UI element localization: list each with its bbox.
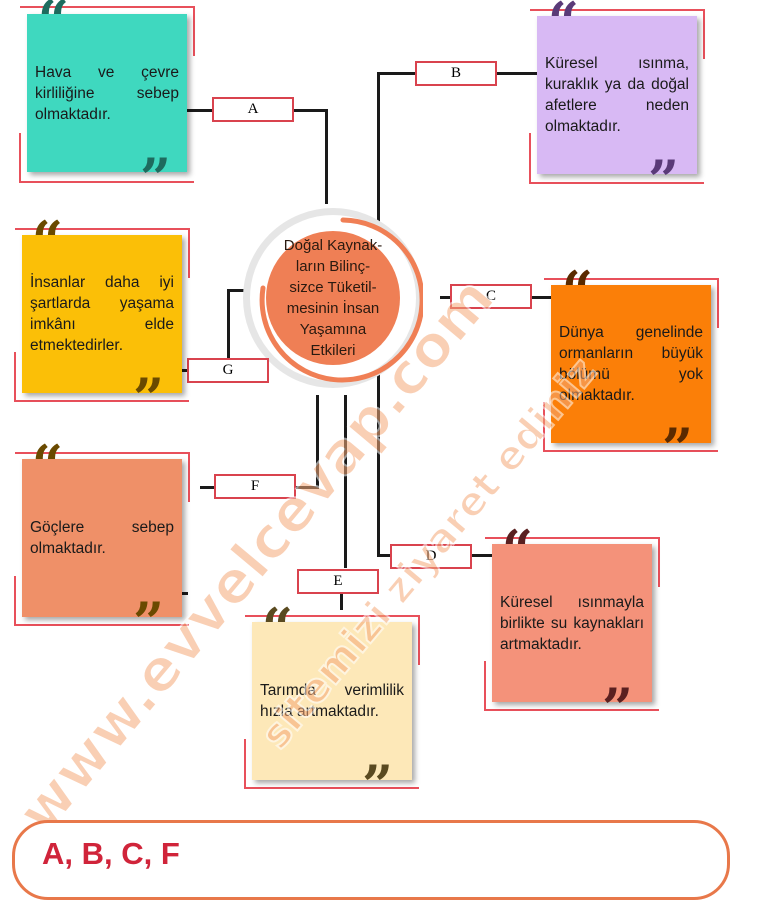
note-text: Göçlere sebep olmaktadır.	[30, 519, 174, 557]
connector-e	[340, 592, 343, 610]
open-quote-icon: “	[38, 0, 70, 52]
connector-f	[200, 486, 214, 489]
connector-a	[292, 109, 328, 112]
close-quote-icon: ”	[662, 416, 694, 480]
center-line: ların Bilinç-	[295, 258, 371, 275]
open-quote-icon: “	[562, 259, 594, 323]
connector-g	[182, 369, 187, 372]
center-line: Doğal Kaynak-	[283, 237, 383, 254]
note-a: Hava ve çevre kirliliğine sebep olmaktad…	[27, 14, 187, 172]
frame-line	[14, 624, 189, 626]
frame-line	[14, 400, 189, 402]
frame-line	[15, 228, 190, 230]
label-f: F	[214, 474, 296, 499]
note-d: Küresel ısınmayla birlikte su kaynakları…	[492, 544, 652, 702]
connector-f	[316, 395, 319, 489]
connector-a	[325, 109, 328, 204]
connector-d	[377, 554, 390, 557]
note-text: Tarımda verimlilik hızla artmaktadır.	[260, 682, 404, 720]
center-arc	[259, 217, 423, 383]
frame-line	[14, 352, 16, 402]
frame-line	[544, 278, 719, 280]
frame-line	[703, 9, 705, 59]
frame-line	[244, 739, 246, 789]
note-text: Hava ve çevre kirliliğine sebep olmaktad…	[35, 63, 179, 123]
center-topic: Doğal Kaynak- ların Bilinç- sizce Tüketi…	[266, 231, 400, 365]
label-b: B	[415, 61, 497, 86]
frame-line	[717, 278, 719, 328]
note-c: Dünya genelinde ormanların büyük bölümü …	[551, 285, 711, 443]
connector-b	[495, 72, 537, 75]
frame-line	[193, 6, 195, 56]
frame-line	[530, 9, 705, 11]
note-text: Küresel ısınmayla birlikte su kaynakları…	[500, 593, 644, 653]
frame-line	[15, 452, 190, 454]
label-c: C	[450, 284, 532, 309]
answer-box	[12, 820, 730, 900]
connector-c	[530, 296, 551, 299]
label-e: E	[297, 569, 379, 594]
frame-line	[658, 537, 660, 587]
connector-e	[344, 395, 347, 568]
connector-g	[227, 289, 249, 292]
open-quote-icon: “	[32, 209, 64, 273]
note-text: İnsanlar daha iyi şartlarda yaşama imkân…	[30, 274, 174, 354]
open-quote-icon: “	[262, 596, 294, 660]
center-line: Yaşamına	[299, 321, 367, 338]
close-quote-icon: ”	[140, 146, 172, 210]
connector-g	[227, 289, 230, 358]
frame-line	[484, 661, 486, 711]
note-g: İnsanlar daha iyi şartlarda yaşama imkân…	[22, 235, 182, 393]
close-quote-icon: ”	[362, 753, 394, 817]
center-line: Etkileri	[310, 342, 356, 359]
connector-b	[377, 72, 415, 75]
close-quote-icon: ”	[648, 148, 680, 212]
frame-line	[19, 181, 194, 183]
connector-f	[182, 592, 188, 595]
center-line: mesinin İnsan	[286, 300, 380, 317]
note-b: Küresel ısınma, kuraklık ya da doğal afe…	[537, 16, 697, 174]
frame-line	[485, 537, 660, 539]
connector-a	[187, 109, 212, 112]
frame-line	[188, 452, 190, 502]
note-e: Tarımda verimlilik hızla artmaktadır.	[252, 622, 412, 780]
label-a: A	[212, 97, 294, 122]
connector-c	[440, 296, 450, 299]
open-quote-icon: “	[548, 0, 580, 54]
frame-line	[19, 133, 21, 183]
frame-line	[484, 709, 659, 711]
note-text: Küresel ısınma, kuraklık ya da doğal afe…	[545, 55, 689, 135]
frame-line	[529, 182, 704, 184]
frame-line	[244, 787, 419, 789]
frame-line	[188, 228, 190, 278]
note-f: Göçlere sebep olmaktadır.	[22, 459, 182, 617]
label-d: D	[390, 544, 472, 569]
frame-line	[245, 615, 420, 617]
frame-line	[20, 6, 195, 8]
label-g: G	[187, 358, 269, 383]
connector-d	[470, 554, 492, 557]
answer-text: A, B, C, F	[42, 836, 180, 871]
note-text: Dünya genelinde ormanların büyük bölümü …	[559, 324, 703, 404]
open-quote-icon: “	[32, 433, 64, 497]
frame-line	[543, 402, 545, 452]
center-line: sizce Tüketil-	[289, 279, 377, 296]
frame-line	[529, 133, 531, 183]
close-quote-icon: ”	[133, 366, 165, 430]
frame-line	[418, 615, 420, 665]
frame-line	[543, 450, 718, 452]
connector-f	[294, 486, 319, 489]
close-quote-icon: ”	[602, 676, 634, 740]
open-quote-icon: “	[502, 518, 534, 582]
frame-line	[14, 576, 16, 626]
